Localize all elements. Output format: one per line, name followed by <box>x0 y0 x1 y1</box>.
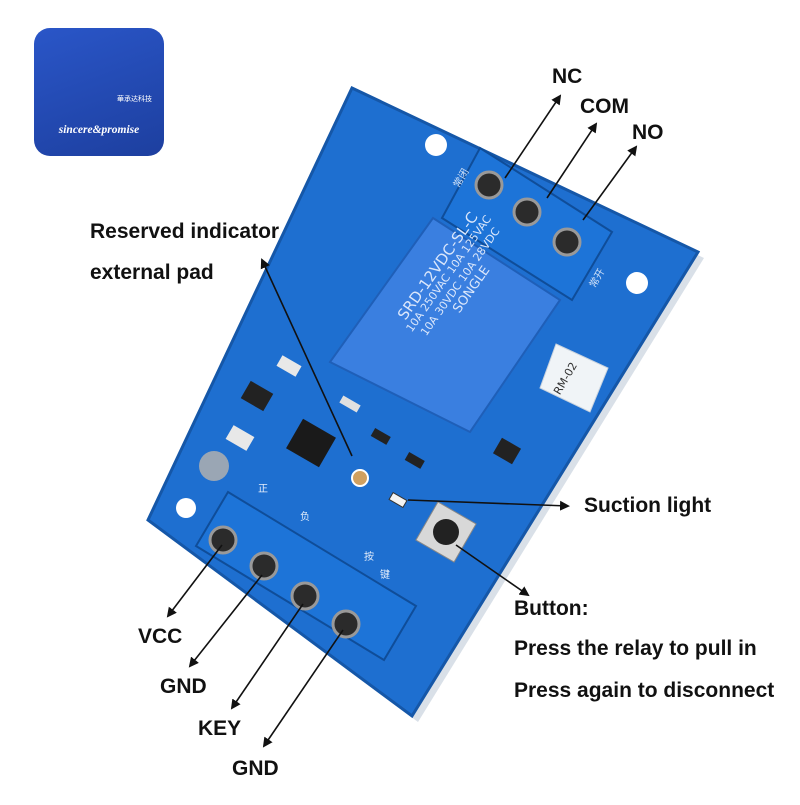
smd-component <box>225 425 255 451</box>
silk-pos: 正 <box>258 484 268 495</box>
label-suction-light: Suction light <box>584 494 712 517</box>
model-sticker <box>539 343 609 413</box>
smd-component <box>240 380 274 412</box>
label-button-line2: Press again to disconnect <box>514 679 775 702</box>
smd-component <box>492 437 522 465</box>
terminal-screw <box>208 525 238 555</box>
mounting-hole <box>425 134 447 156</box>
indicator-pad <box>351 469 369 487</box>
silk-key-1: 按 <box>364 552 374 563</box>
label-gnd-1: GND <box>160 675 207 698</box>
label-reserved-indicator: Reserved indicator <box>90 220 280 243</box>
grey-capacitor <box>199 451 229 481</box>
terminal-screw <box>290 581 320 611</box>
terminal-screw <box>512 197 542 227</box>
brand-logo: 華承达科技 sincere&promise <box>34 28 164 156</box>
smd-component <box>339 395 361 413</box>
label-key: KEY <box>198 717 242 740</box>
label-button-line1: Press the relay to pull in <box>514 637 757 660</box>
label-button-title: Button: <box>514 597 589 620</box>
label-com: COM <box>580 95 629 118</box>
terminal-screw <box>249 551 279 581</box>
terminal-screw <box>331 609 361 639</box>
relay-body <box>328 216 562 434</box>
smd-component <box>370 428 391 445</box>
mounting-hole <box>176 498 196 518</box>
label-nc: NC <box>552 65 583 88</box>
silk-neg: 负 <box>300 512 310 523</box>
logo-cn-text: 華承达科技 <box>117 95 152 103</box>
smd-component <box>404 452 425 469</box>
push-button-cap <box>433 519 459 545</box>
smd-component <box>276 355 302 377</box>
terminal-screw <box>552 227 582 257</box>
mounting-hole <box>626 272 648 294</box>
label-vcc: VCC <box>138 625 183 648</box>
logo-wordmark: sincere&promise <box>58 124 140 136</box>
suction-led <box>388 491 408 509</box>
label-external-pad: external pad <box>90 261 214 284</box>
terminal-screw <box>474 170 504 200</box>
ic-chip <box>286 418 336 468</box>
callout-arrows <box>166 94 638 748</box>
label-no: NO <box>632 121 664 144</box>
silk-key-2: 键 <box>380 570 390 581</box>
terminal-block-bottom <box>194 490 418 662</box>
label-gnd-2: GND <box>232 757 279 780</box>
